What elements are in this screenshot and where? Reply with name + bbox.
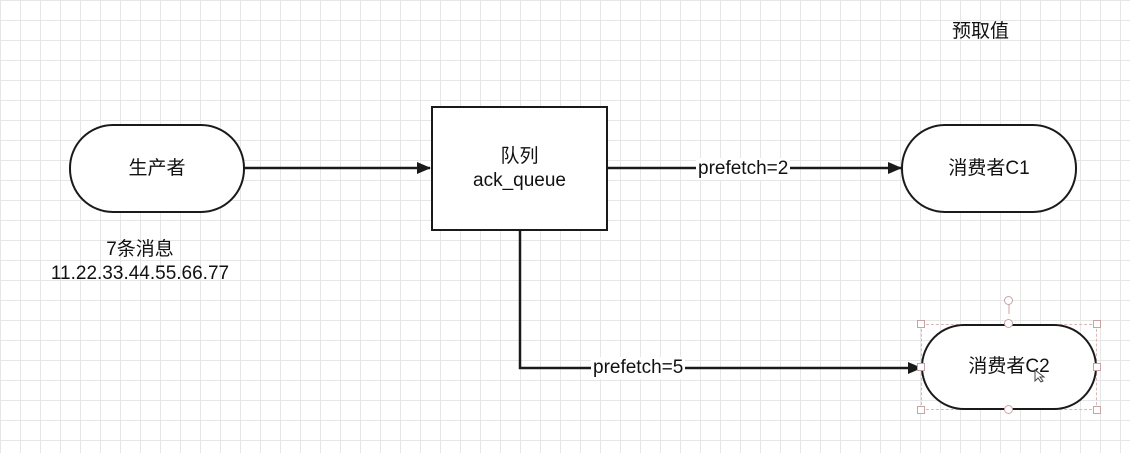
resize-handle-top-left[interactable] bbox=[917, 320, 925, 328]
message-count: 7条消息 bbox=[106, 239, 174, 260]
resize-handle-bottom-right[interactable] bbox=[1093, 406, 1101, 414]
edge-label-prefetch-2: prefetch=2 bbox=[696, 158, 791, 180]
connection-point-top[interactable] bbox=[1004, 319, 1013, 328]
message-note: 7条消息 11.22.33.44.55.66.77 bbox=[30, 238, 250, 286]
consumer1-label: 消费者C1 bbox=[948, 157, 1030, 179]
move-cursor-icon bbox=[1034, 369, 1046, 383]
queue-node[interactable]: 队列 ack_queue bbox=[431, 106, 608, 231]
rotate-handle[interactable] bbox=[1004, 296, 1013, 305]
edge-label-prefetch-5: prefetch=5 bbox=[591, 357, 686, 379]
resize-handle-bottom-left[interactable] bbox=[917, 406, 925, 414]
consumer1-node[interactable]: 消费者C1 bbox=[901, 124, 1077, 213]
producer-label: 生产者 bbox=[128, 157, 186, 179]
consumer2-label: 消费者C2 bbox=[968, 356, 1050, 378]
resize-handle-left[interactable] bbox=[917, 363, 925, 371]
queue-name: ack_queue bbox=[473, 169, 566, 191]
queue-label: 队列 bbox=[500, 145, 539, 167]
resize-handle-right[interactable] bbox=[1093, 363, 1101, 371]
producer-node[interactable]: 生产者 bbox=[69, 124, 245, 213]
edge-queue-to-consumer2[interactable] bbox=[518, 230, 922, 374]
resize-handle-top-right[interactable] bbox=[1093, 320, 1101, 328]
consumer2-node[interactable]: 消费者C2 bbox=[921, 324, 1097, 410]
message-values: 11.22.33.44.55.66.77 bbox=[50, 262, 230, 284]
connection-point-bottom[interactable] bbox=[1004, 405, 1013, 414]
diagram-title: 预取值 bbox=[952, 21, 1010, 42]
